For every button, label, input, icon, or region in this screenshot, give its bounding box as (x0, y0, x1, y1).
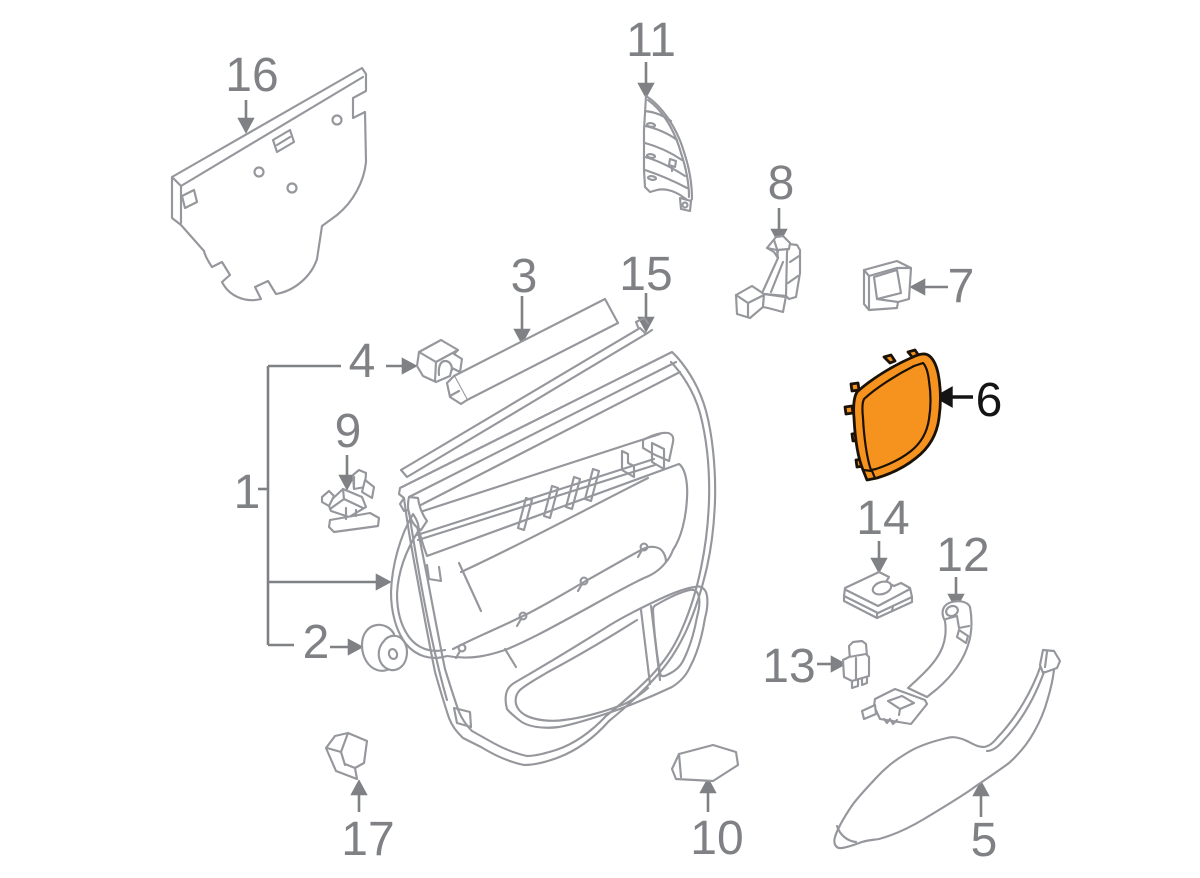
svg-text:5: 5 (971, 814, 998, 867)
svg-text:9: 9 (335, 405, 362, 458)
svg-text:6: 6 (976, 374, 1003, 427)
svg-text:17: 17 (341, 813, 394, 866)
svg-text:10: 10 (690, 812, 743, 865)
svg-text:8: 8 (768, 157, 795, 210)
svg-text:16: 16 (225, 49, 278, 102)
svg-text:7: 7 (948, 260, 975, 313)
svg-text:3: 3 (511, 250, 538, 303)
svg-text:4: 4 (349, 335, 376, 388)
svg-text:12: 12 (936, 529, 989, 582)
svg-text:2: 2 (303, 616, 330, 669)
svg-text:14: 14 (856, 492, 909, 545)
svg-text:15: 15 (619, 248, 672, 301)
svg-text:11: 11 (626, 14, 676, 67)
svg-text:1: 1 (234, 466, 261, 519)
svg-text:13: 13 (762, 640, 815, 693)
